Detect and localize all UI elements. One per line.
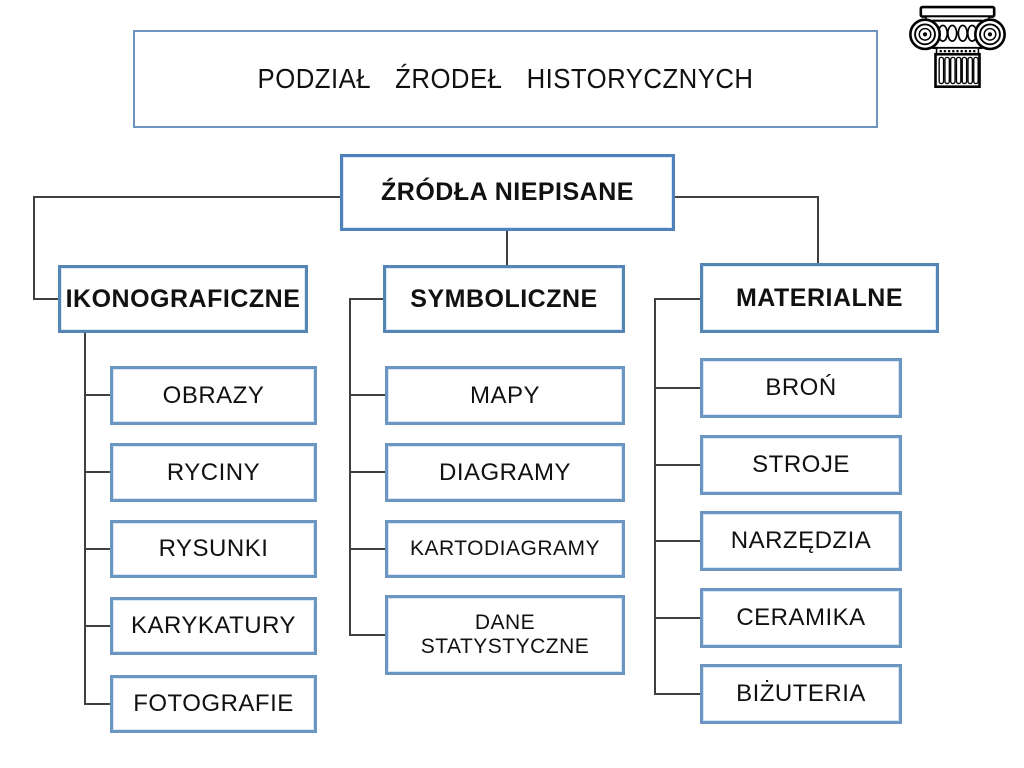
- branch-header-symboliczne: SYMBOLICZNE: [383, 265, 625, 333]
- trunk-left: [84, 333, 86, 705]
- trunk-right-top: [654, 298, 700, 300]
- stub-left-1: [84, 394, 110, 396]
- stub-mid-2: [349, 471, 385, 473]
- stub-right-2: [654, 464, 700, 466]
- node-stroje: STROJE: [700, 435, 902, 495]
- connector-root-right-h: [675, 196, 819, 198]
- trunk-mid: [349, 298, 351, 636]
- stub-left-3: [84, 548, 110, 550]
- trunk-mid-top: [349, 298, 383, 300]
- stub-mid-4: [349, 634, 385, 636]
- stub-left-2: [84, 471, 110, 473]
- connector-root-left-h: [33, 196, 342, 198]
- stub-right-4: [654, 617, 700, 619]
- slide-title: PODZIAŁ ŹRODEŁ HISTORYCZNYCH: [257, 62, 754, 94]
- stub-right-1: [654, 387, 700, 389]
- stub-right-5: [654, 693, 700, 695]
- node-ryciny: RYCINY: [110, 443, 317, 502]
- node-rysunki: RYSUNKI: [110, 520, 317, 578]
- node-bizuteria: BIŻUTERIA: [700, 664, 902, 724]
- node-mapy: MAPY: [385, 366, 625, 425]
- node-ceramika: CERAMIKA: [700, 588, 902, 648]
- branch-header-materialne: MATERIALNE: [700, 263, 939, 333]
- node-dane-statystyczne: DANE STATYSTYCZNE: [385, 595, 625, 675]
- ionic-column-icon: [909, 5, 1006, 89]
- node-karykatury: KARYKATURY: [110, 597, 317, 655]
- node-obrazy: OBRAZY: [110, 366, 317, 425]
- stub-mid-1: [349, 394, 385, 396]
- stub-left-4: [84, 625, 110, 627]
- node-kartodiagramy: KARTODIAGRAMY: [385, 520, 625, 578]
- trunk-right: [654, 298, 656, 695]
- connector-root-left-v: [33, 196, 35, 300]
- connector-root-mid-v: [506, 230, 508, 266]
- node-fotografie: FOTOGRAFIE: [110, 675, 317, 733]
- node-narzedzia: NARZĘDZIA: [700, 511, 902, 571]
- connector-root-right-v: [817, 196, 819, 266]
- node-zrodla-niepisane: ŹRÓDŁA NIEPISANE: [340, 154, 675, 231]
- stub-mid-3: [349, 548, 385, 550]
- connector-root-left-stub: [33, 298, 58, 300]
- node-diagramy: DIAGRAMY: [385, 443, 625, 502]
- stub-right-3: [654, 540, 700, 542]
- stub-left-5: [84, 703, 110, 705]
- node-bron: BROŃ: [700, 358, 902, 418]
- branch-header-ikonograficzne: IKONOGRAFICZNE: [58, 265, 308, 333]
- slide-title-box: PODZIAŁ ŹRODEŁ HISTORYCZNYCH: [133, 30, 878, 128]
